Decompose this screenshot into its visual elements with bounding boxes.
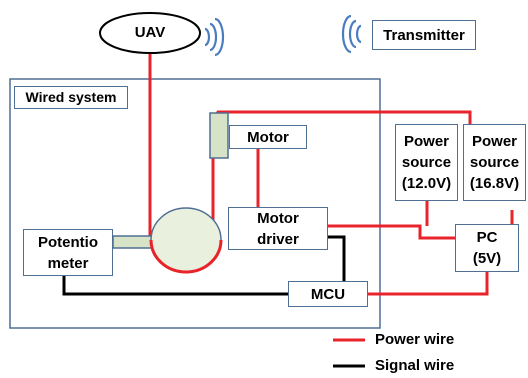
power-source-12v-label: Power source (12.0V) bbox=[401, 133, 452, 192]
mcu-box: MCU bbox=[288, 281, 368, 307]
motor-driver-box: Motor driver bbox=[228, 207, 328, 250]
wired-system-title: Wired system bbox=[25, 89, 117, 105]
uav-ellipse bbox=[99, 12, 201, 54]
signal-wire-potentiometer-mcu bbox=[62, 276, 288, 296]
uav-label: UAV bbox=[134, 24, 166, 41]
legend-signal-label: Signal wire bbox=[375, 357, 455, 374]
power-source-16v-label: Power source (16.8V) bbox=[469, 133, 520, 192]
transmitter-label: Transmitter bbox=[383, 26, 465, 44]
wired-system-title-box: Wired system bbox=[14, 86, 128, 109]
power-wire-mcu-pc bbox=[368, 272, 489, 296]
motor-driver-label: Motor driver bbox=[257, 209, 299, 248]
wireless-waves-left-icon bbox=[341, 14, 362, 54]
motor-label: Motor bbox=[247, 128, 289, 146]
potentiometer-box: Potentio meter bbox=[23, 229, 113, 276]
power-source-12v-box: Power source (12.0V) bbox=[395, 124, 458, 201]
potentiometer-shaft-connector bbox=[112, 235, 154, 249]
power-source-16v-box: Power source (16.8V) bbox=[463, 124, 526, 201]
motor-shaft-connector bbox=[209, 112, 229, 159]
signal-wire-driver-mcu bbox=[328, 235, 346, 281]
mcu-label: MCU bbox=[310, 285, 346, 303]
signal-wires bbox=[62, 235, 346, 296]
potentiometer-label: Potentio meter bbox=[38, 233, 98, 272]
wireless-waves-right-icon bbox=[204, 17, 225, 57]
legend-power-label: Power wire bbox=[375, 331, 455, 348]
power-wires bbox=[148, 52, 514, 296]
power-wire-drum-top-loop bbox=[211, 110, 472, 252]
motor-box: Motor bbox=[229, 125, 307, 149]
wired-system-frame bbox=[9, 78, 381, 329]
pc-box: PC (5V) bbox=[455, 224, 519, 272]
cable-drum-wrapped-wire bbox=[149, 239, 223, 274]
transmitter-box: Transmitter bbox=[372, 20, 476, 50]
pc-label: PC (5V) bbox=[472, 229, 502, 267]
